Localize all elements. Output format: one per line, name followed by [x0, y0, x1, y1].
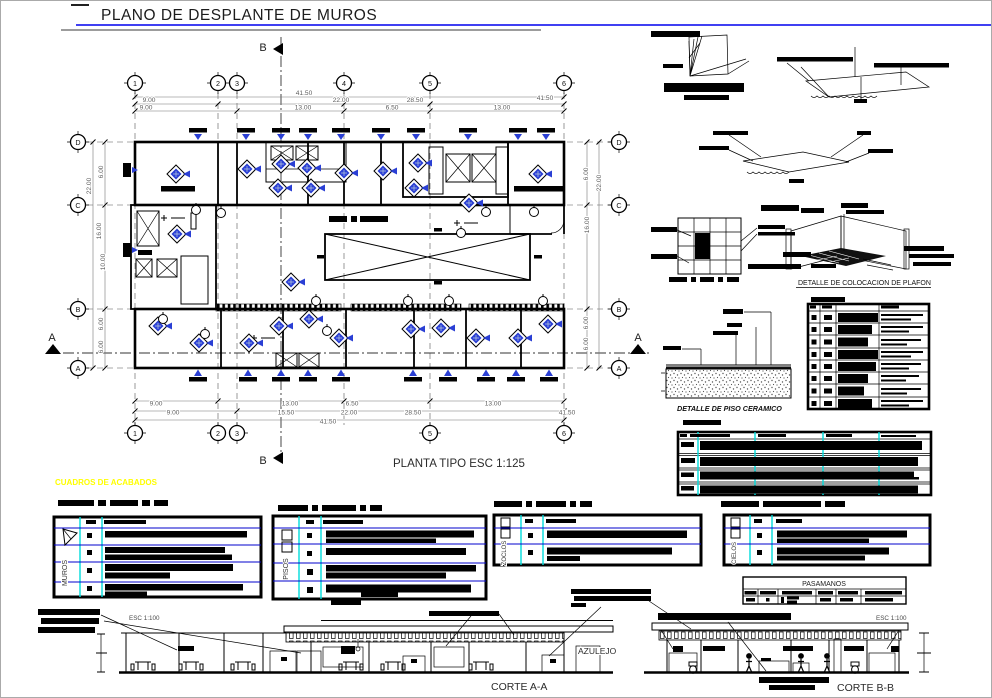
dimensions-top: 41.50 41.50 9.00 22.00 28.50 9.00 13.00 …: [132, 89, 567, 114]
building-walls: [123, 140, 566, 370]
dim-label: 28.50: [407, 97, 424, 104]
dim-label: 41.50: [537, 95, 554, 102]
dim-label: 6.00: [98, 340, 105, 353]
detail-tile-grid: [651, 205, 824, 282]
dim-label: 41.50: [296, 90, 313, 97]
redacted-notes: [38, 589, 829, 690]
pisos-label: PISOS: [283, 558, 290, 580]
detail-panel-top: [651, 31, 750, 100]
pasamanos-title: PASAMANOS: [802, 581, 846, 588]
corte-a-label: CORTE A-A: [491, 681, 547, 693]
svg-text:D: D: [75, 138, 80, 147]
dim-label: 13.00: [494, 105, 511, 112]
cielos-label: CIELOS: [732, 542, 738, 564]
svg-text:C: C: [616, 201, 621, 210]
muros-label: MUROS: [62, 560, 69, 586]
section-markers: B B A A: [45, 41, 646, 468]
svg-text:B: B: [76, 305, 81, 314]
detail-piso-ceramico: DETALLE DE PISO CERAMICO: [661, 309, 792, 425]
dim-label: 13.00: [295, 105, 312, 112]
svg-text:D: D: [616, 138, 621, 147]
svg-text:3: 3: [235, 79, 239, 88]
dim-label: 22.00: [341, 410, 358, 417]
svg-text:6: 6: [562, 429, 566, 438]
svg-text:2: 2: [216, 429, 220, 438]
dim-label: 9.00: [140, 105, 153, 112]
scale-a: ESC 1:100: [129, 615, 160, 622]
corte-b-label: CORTE B-B: [837, 682, 894, 694]
table-zoclos: ZOCLOS: [492, 501, 703, 567]
dim-label: 13.00: [282, 401, 299, 408]
detail-plafon-corner: DETALLE DE COLOCACION DE PLAFON: [783, 203, 954, 288]
svg-text:3: 3: [235, 429, 239, 438]
svg-text:C: C: [75, 201, 80, 210]
dim-label: 10.00: [100, 253, 107, 270]
dim-label: 22.00: [333, 97, 350, 104]
dimensions-left: 22.00 6.00 16.00 10.00 6.00 6.00: [85, 139, 108, 371]
table-pasamanos: PASAMANOS: [742, 576, 907, 605]
dim-label: 6.50: [346, 401, 359, 408]
scale-b: ESC 1:100: [876, 615, 907, 622]
detail-mesh: [699, 131, 893, 183]
dim-label: 6.50: [386, 105, 399, 112]
svg-text:6: 6: [562, 79, 566, 88]
dim-label: 41.50: [559, 410, 576, 417]
table-pisos: PISOS: [271, 505, 488, 601]
svg-text:B: B: [617, 305, 622, 314]
svg-text:A: A: [76, 364, 81, 373]
grid-bubbles: 1 2 3 4 5 6 1 2 3 5 6 D C B A D C B A: [67, 72, 630, 444]
dim-label: 9.00: [143, 97, 156, 104]
zoclos-label: ZOCLOS: [502, 541, 508, 566]
svg-text:4: 4: [342, 79, 346, 88]
svg-text:1: 1: [133, 79, 137, 88]
dim-label: 6.00: [98, 317, 105, 330]
detail-wide-table: [676, 430, 933, 507]
finishes-heading: CUADROS DE ACABADOS: [55, 478, 158, 487]
svg-text:A: A: [617, 364, 622, 373]
sheet-title: PLANO DE DESPLANTE DE MUROS: [101, 7, 377, 24]
dim-label: 9.00: [150, 401, 163, 408]
floor-plan: 41.50 41.50 9.00 22.00 28.50 9.00 13.00 …: [45, 37, 651, 471]
dim-label: 15.50: [278, 410, 295, 417]
dimensions-bottom: 9.00 13.00 6.50 13.00 9.00 15.50 22.00 2…: [132, 398, 577, 427]
section-corte-a: ESC 1:100 CORTE A-A: [96, 613, 614, 694]
plan-caption: PLANTA TIPO ESC 1:125: [393, 458, 525, 470]
dim-label: 13.00: [485, 401, 502, 408]
svg-text:B: B: [259, 42, 266, 54]
dim-label: 9.00: [167, 410, 180, 417]
section-corte-b: ESC 1:100 CORTE B-B: [644, 614, 931, 695]
dim-label: 22.00: [86, 177, 93, 194]
finish-symbols: [148, 153, 563, 353]
dim-label: 28.50: [405, 410, 422, 417]
dim-label: 41.50: [320, 419, 337, 426]
dim-label: 6.00: [98, 165, 105, 178]
title-block: PLANO DE DESPLANTE DE MUROS: [61, 4, 991, 31]
svg-text:2: 2: [216, 79, 220, 88]
table-cielos: CIELOS: [721, 501, 932, 567]
dim-label: 6.00: [583, 337, 590, 350]
plafon-caption: DETALLE DE COLOCACION DE PLAFON: [798, 280, 931, 287]
dimensions-right: 22.00 6.00 16.00 6.00 6.00: [582, 139, 604, 371]
dim-label: 22.00: [596, 174, 603, 191]
dim-label: 16.00: [584, 216, 591, 233]
svg-text:A: A: [48, 332, 56, 344]
piso-caption: DETALLE DE PISO CERAMICO: [677, 404, 782, 413]
svg-text:B: B: [259, 455, 266, 467]
dim-label: 16.00: [96, 222, 103, 239]
dim-label: 6.00: [583, 167, 590, 180]
svg-text:A: A: [634, 332, 642, 344]
dim-label: 6.00: [583, 316, 590, 329]
azulejo-callout: AZULEJO: [548, 600, 692, 657]
table-muros: MUROS: [52, 500, 263, 599]
svg-text:1: 1: [133, 429, 137, 438]
detail-spec-table: [806, 297, 931, 411]
detail-plafon-persp: [777, 47, 949, 103]
azulejo-label: AZULEJO: [578, 646, 617, 656]
svg-text:5: 5: [428, 429, 432, 438]
svg-text:5: 5: [428, 79, 432, 88]
